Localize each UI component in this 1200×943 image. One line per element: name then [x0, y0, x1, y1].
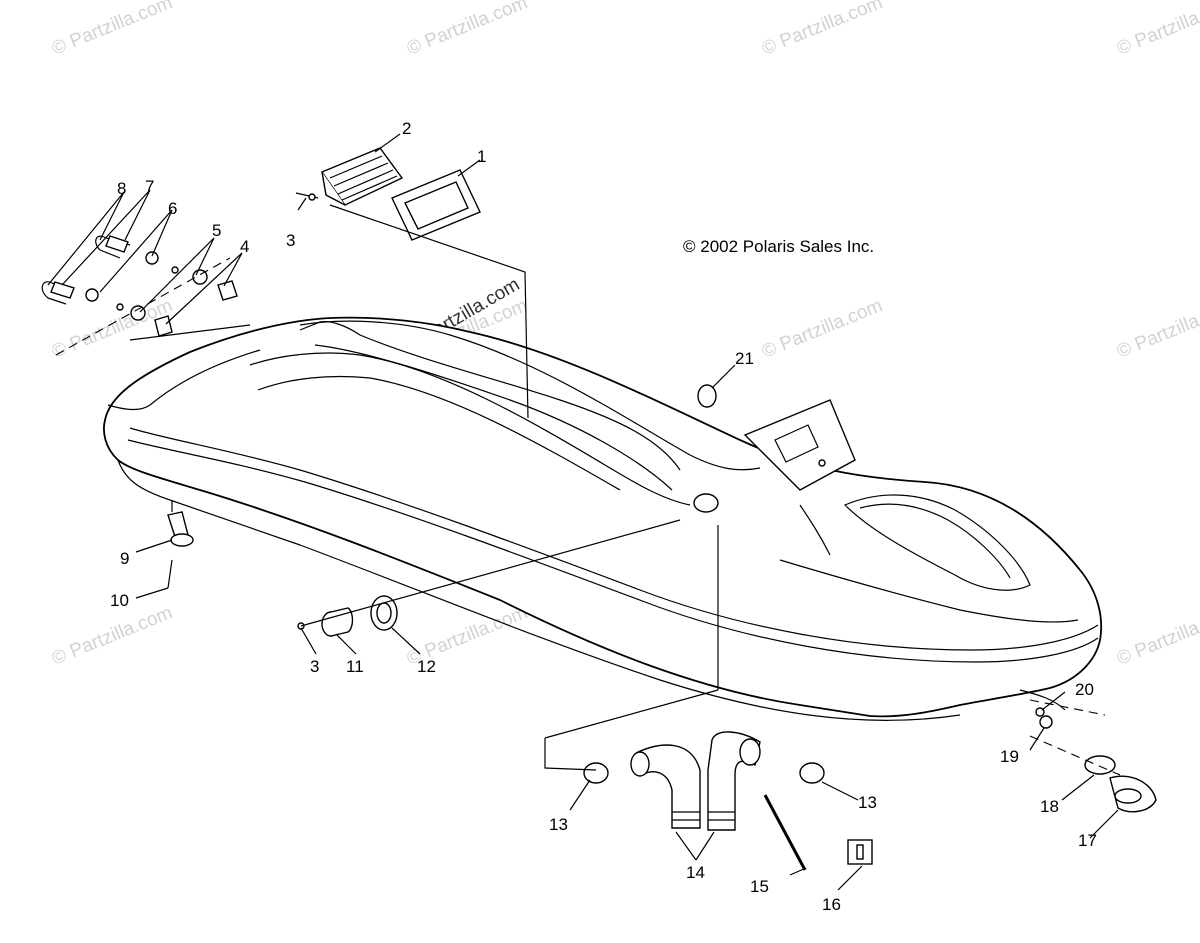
part-14-elbow-hoses: [630, 731, 761, 831]
callout-20: 20: [1075, 680, 1094, 699]
bow-stem: [1019, 689, 1066, 711]
watermark-text: © Partzilla.com: [404, 0, 531, 60]
pod-screw: [818, 459, 826, 467]
callout-11: 11: [346, 657, 364, 676]
watermark-text: © Partzilla.com: [49, 602, 176, 669]
hull-rubrail: [129, 427, 1099, 651]
callout-1: 1: [477, 147, 486, 166]
hull-outline: [103, 316, 1103, 718]
callout-8: 8: [117, 179, 126, 198]
footwell-inner: [257, 375, 621, 491]
part-13-clamp-left: [583, 762, 609, 784]
watermark-text: © Partzilla.com: [1114, 295, 1200, 362]
callout-labels: 1 2 3 3 4 5 6 7 8 9 10 11 12 13 13 14 15…: [110, 119, 1097, 914]
part-15-rod: [763, 794, 807, 871]
part-16-decal: [847, 839, 873, 865]
copyright-text: © 2002 Polaris Sales Inc.: [683, 237, 874, 256]
seat-panel: [314, 344, 673, 491]
storage-rim: [859, 503, 1011, 579]
callout-13-left: 13: [549, 815, 568, 834]
callout-3-top: 3: [286, 231, 295, 250]
callout-14: 14: [686, 863, 705, 882]
part-2-vent-grate: [320, 147, 404, 206]
callout-19: 19: [1000, 747, 1019, 766]
part-10-screw: [167, 559, 173, 589]
hull-lower-edge: [117, 459, 961, 721]
callout-3-lower: 3: [310, 657, 319, 676]
hull-body: [103, 316, 1103, 721]
watermark-text: © Partzilla.com: [49, 0, 176, 60]
seat-edge: [299, 320, 761, 471]
part-12-flange: [370, 595, 398, 631]
part-18-plate: [1084, 755, 1116, 775]
hull-chine: [779, 559, 1079, 623]
part-9-drain: [167, 511, 194, 547]
part-1-gasket: [391, 169, 481, 241]
watermark-text: © Partzilla.com: [759, 0, 886, 60]
footwell-edge: [249, 352, 691, 506]
callout-6: 6: [168, 199, 177, 218]
callout-10: 10: [110, 591, 129, 610]
callout-7: 7: [145, 177, 154, 196]
callout-5: 5: [212, 221, 221, 240]
callout-9: 9: [120, 549, 129, 568]
part-11-fitting: [321, 607, 354, 637]
callout-4: 4: [240, 237, 249, 256]
watermark-text: © Partzilla.com: [1114, 602, 1200, 669]
callout-13-right: 13: [858, 793, 877, 812]
part-13-clamp-right: [799, 762, 825, 784]
storage-opening: [843, 494, 1031, 591]
callout-17: 17: [1078, 831, 1097, 850]
handlebar-pod: [743, 399, 856, 491]
part-17-housing: [1109, 775, 1157, 813]
part-3-screw-top: [295, 192, 319, 201]
callout-2: 2: [402, 119, 411, 138]
callout-21: 21: [735, 349, 754, 368]
hull-bow-edge: [107, 349, 261, 411]
part-21-plug: [697, 384, 717, 408]
watermark-text: © Partzilla.com: [759, 295, 886, 362]
pod-window: [774, 424, 819, 463]
callout-16: 16: [822, 895, 841, 914]
pod-edge: [799, 504, 831, 556]
hose-assembly-4-8: [41, 235, 238, 356]
callout-18: 18: [1040, 797, 1059, 816]
callout-15: 15: [750, 877, 769, 896]
part-19-nut: [1039, 715, 1053, 729]
fuel-opening: [693, 493, 719, 513]
seat-top: [299, 320, 681, 471]
watermark-text: © Partzilla.com: [1114, 0, 1200, 60]
leader-lines: [47, 133, 1121, 891]
callout-12: 12: [417, 657, 436, 676]
hull-rubrail-lower: [127, 439, 1099, 663]
